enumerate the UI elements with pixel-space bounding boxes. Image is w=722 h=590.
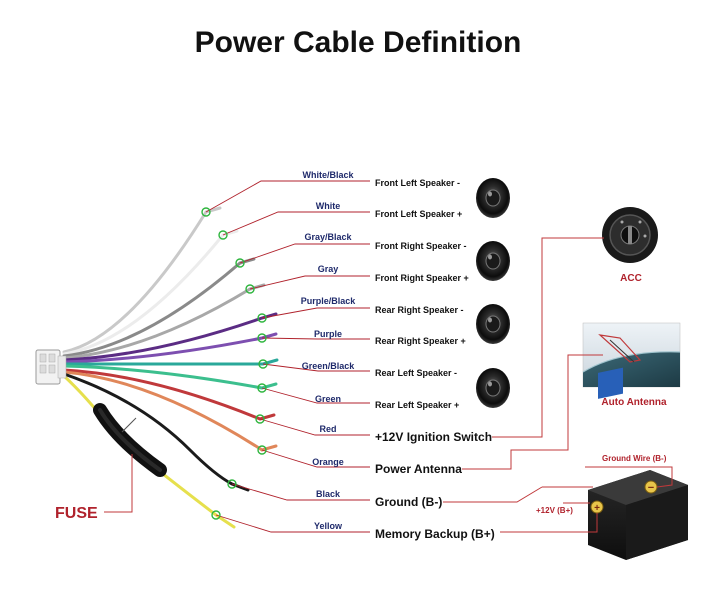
wire-color-label-white-black: White/Black: [302, 170, 354, 180]
wire-marker-white: [218, 230, 228, 240]
speaker-front-left-icon: [476, 178, 510, 218]
function-label-white-black: Front Left Speaker -: [375, 178, 460, 188]
wire-marker-white-black: [201, 207, 211, 217]
wire-color-label-white: White: [316, 201, 341, 211]
wire-color-label-purple: Purple: [314, 329, 342, 339]
fuse-leader-line: [104, 454, 133, 513]
battery-plus-label: +12V (B+): [536, 506, 573, 515]
svg-text:−: −: [648, 482, 654, 494]
function-label-white: Front Left Speaker +: [375, 209, 462, 219]
function-label-green-black: Rear Left Speaker -: [375, 368, 457, 378]
leader-line-gray: [249, 275, 370, 290]
wire-green-black: [62, 358, 279, 366]
wire-color-label-purple-black: Purple/Black: [301, 296, 357, 306]
wire-marker-green: [257, 383, 267, 393]
leader-line-gray-black: [239, 243, 370, 264]
function-label-red: +12V Ignition Switch: [375, 430, 492, 444]
leader-line-orange: [261, 449, 370, 468]
function-label-black: Ground (B-): [375, 495, 442, 509]
fuse-holder: [93, 403, 167, 477]
ignition-key-icon: [602, 207, 658, 263]
speaker-front-right-icon: [476, 241, 510, 281]
leader-line-white: [222, 211, 370, 236]
auto-antenna-label: Auto Antenna: [601, 397, 667, 408]
wire-purple: [62, 332, 278, 364]
svg-text:+: +: [594, 503, 600, 514]
wire-color-label-gray: Gray: [318, 264, 339, 274]
wire-marker-gray: [245, 284, 255, 294]
wire-purple-black: [62, 312, 278, 362]
wire-marker-yellow: [211, 510, 221, 520]
leader-line-red: [259, 418, 370, 436]
wire-gray-black: [62, 257, 256, 358]
leader-line-purple-black: [261, 307, 370, 319]
function-label-purple-black: Rear Right Speaker -: [375, 305, 464, 315]
page-title: Power Cable Definition: [195, 26, 522, 59]
wire-marker-gray-black: [235, 258, 245, 268]
wire-marker-green-black: [258, 359, 268, 369]
device-leader-lines: [443, 237, 604, 503]
acc-label: ACC: [620, 273, 642, 284]
wire-white-black: [62, 206, 222, 354]
wire-color-label-green-black: Green/Black: [302, 361, 356, 371]
wire-green: [62, 364, 278, 390]
function-label-yellow: Memory Backup (B+): [375, 527, 495, 541]
wire-color-label-orange: Orange: [312, 457, 344, 467]
speaker-rear-left-icon: [476, 368, 510, 408]
function-label-orange: Power Antenna: [375, 462, 462, 476]
wire-connector: [35, 349, 67, 385]
leader-line-yellow: [215, 514, 370, 533]
wire-color-label-gray-black: Gray/Black: [304, 232, 352, 242]
wire-bundle: [62, 206, 279, 529]
leader-line-green-black: [262, 363, 370, 372]
leader-line-white-black: [205, 180, 370, 213]
wire-marker-purple: [257, 333, 267, 343]
ground-wire-label: Ground Wire (B-): [602, 454, 667, 463]
wire-gray: [62, 283, 266, 360]
function-label-purple: Rear Right Speaker +: [375, 336, 466, 346]
leader-line-green: [261, 387, 370, 404]
wire-marker-red: [255, 414, 265, 424]
function-label-gray: Front Right Speaker +: [375, 273, 469, 283]
wire-white: [62, 229, 239, 356]
wire-marker-black: [227, 479, 237, 489]
wire-marker-orange: [257, 445, 267, 455]
battery-wiring: [500, 466, 673, 533]
leader-line-purple: [261, 337, 370, 340]
wire-red: [62, 368, 276, 421]
wire-black: [62, 372, 250, 492]
wire-color-label-green: Green: [315, 394, 341, 404]
wire-color-label-red: Red: [319, 424, 336, 434]
wire-color-label-black: Black: [316, 489, 341, 499]
function-label-green: Rear Left Speaker +: [375, 400, 459, 410]
car-battery-image: + −: [588, 367, 688, 560]
wire-color-label-yellow: Yellow: [314, 521, 343, 531]
speaker-rear-right-icon: [476, 304, 510, 344]
leader-line-black: [231, 483, 370, 501]
wire-orange: [62, 370, 278, 452]
wire-marker-purple-black: [257, 313, 267, 323]
fuse-label: FUSE: [55, 505, 98, 522]
function-label-gray-black: Front Right Speaker -: [375, 241, 467, 251]
